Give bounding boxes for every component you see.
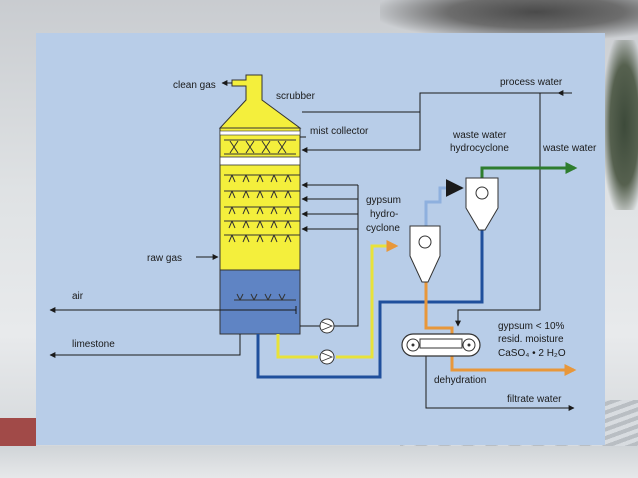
scrubber-sump (219, 269, 301, 335)
scrubber-tower (218, 74, 302, 335)
scrubber-body-upper (219, 127, 301, 271)
return-water-line (256, 228, 484, 379)
background-ground (0, 446, 638, 478)
process-water-to-filter (455, 93, 541, 327)
label-ww-hydrocyclone-2: hydrocyclone (450, 143, 509, 154)
gypsum-underflow-line (424, 282, 577, 376)
background-tree (604, 40, 638, 210)
process-lines (49, 80, 575, 411)
label-limestone: limestone (72, 339, 115, 350)
label-clean-gas: clean gas (173, 80, 216, 91)
label-gypsum-hydrocyclone-2: hydro- (370, 209, 398, 220)
scrubber-stack (218, 74, 302, 129)
label-scrubber: scrubber (276, 91, 316, 102)
label-raw-gas: raw gas (147, 253, 182, 264)
waste-water-line (480, 162, 578, 180)
gypsum-hydrocyclone (409, 225, 441, 283)
label-filtrate-water: filtrate water (507, 394, 562, 405)
recirc-riser (334, 185, 359, 327)
spray-levels (224, 174, 300, 243)
label-process-water: process water (500, 77, 563, 88)
limestone-line (49, 334, 241, 358)
overflow-line (424, 179, 464, 226)
dehydration-filter (401, 333, 481, 357)
label-gypsum-spec-2: resid. moisture (498, 334, 564, 345)
label-gypsum-spec-3: CaSO₄ • 2 H₂O (498, 348, 566, 359)
label-gypsum-hydrocyclone-3: cyclone (366, 223, 400, 234)
label-air: air (72, 291, 84, 302)
mist-collector-elements (224, 139, 296, 155)
label-dehydration: dehydration (434, 375, 486, 386)
label-gypsum-spec-1: gypsum < 10% (498, 321, 565, 332)
filtrate-water-line (425, 356, 575, 411)
label-waste-water: waste water (542, 143, 597, 154)
air-sparger (234, 293, 296, 301)
label-ww-hydrocyclone-1: waste water (452, 130, 507, 141)
label-gypsum-hydrocyclone-1: gypsum (366, 195, 401, 206)
mist-collector-gap (219, 156, 301, 166)
waste-water-hydrocyclone (465, 177, 499, 231)
label-mist-collector: mist collector (310, 126, 369, 137)
